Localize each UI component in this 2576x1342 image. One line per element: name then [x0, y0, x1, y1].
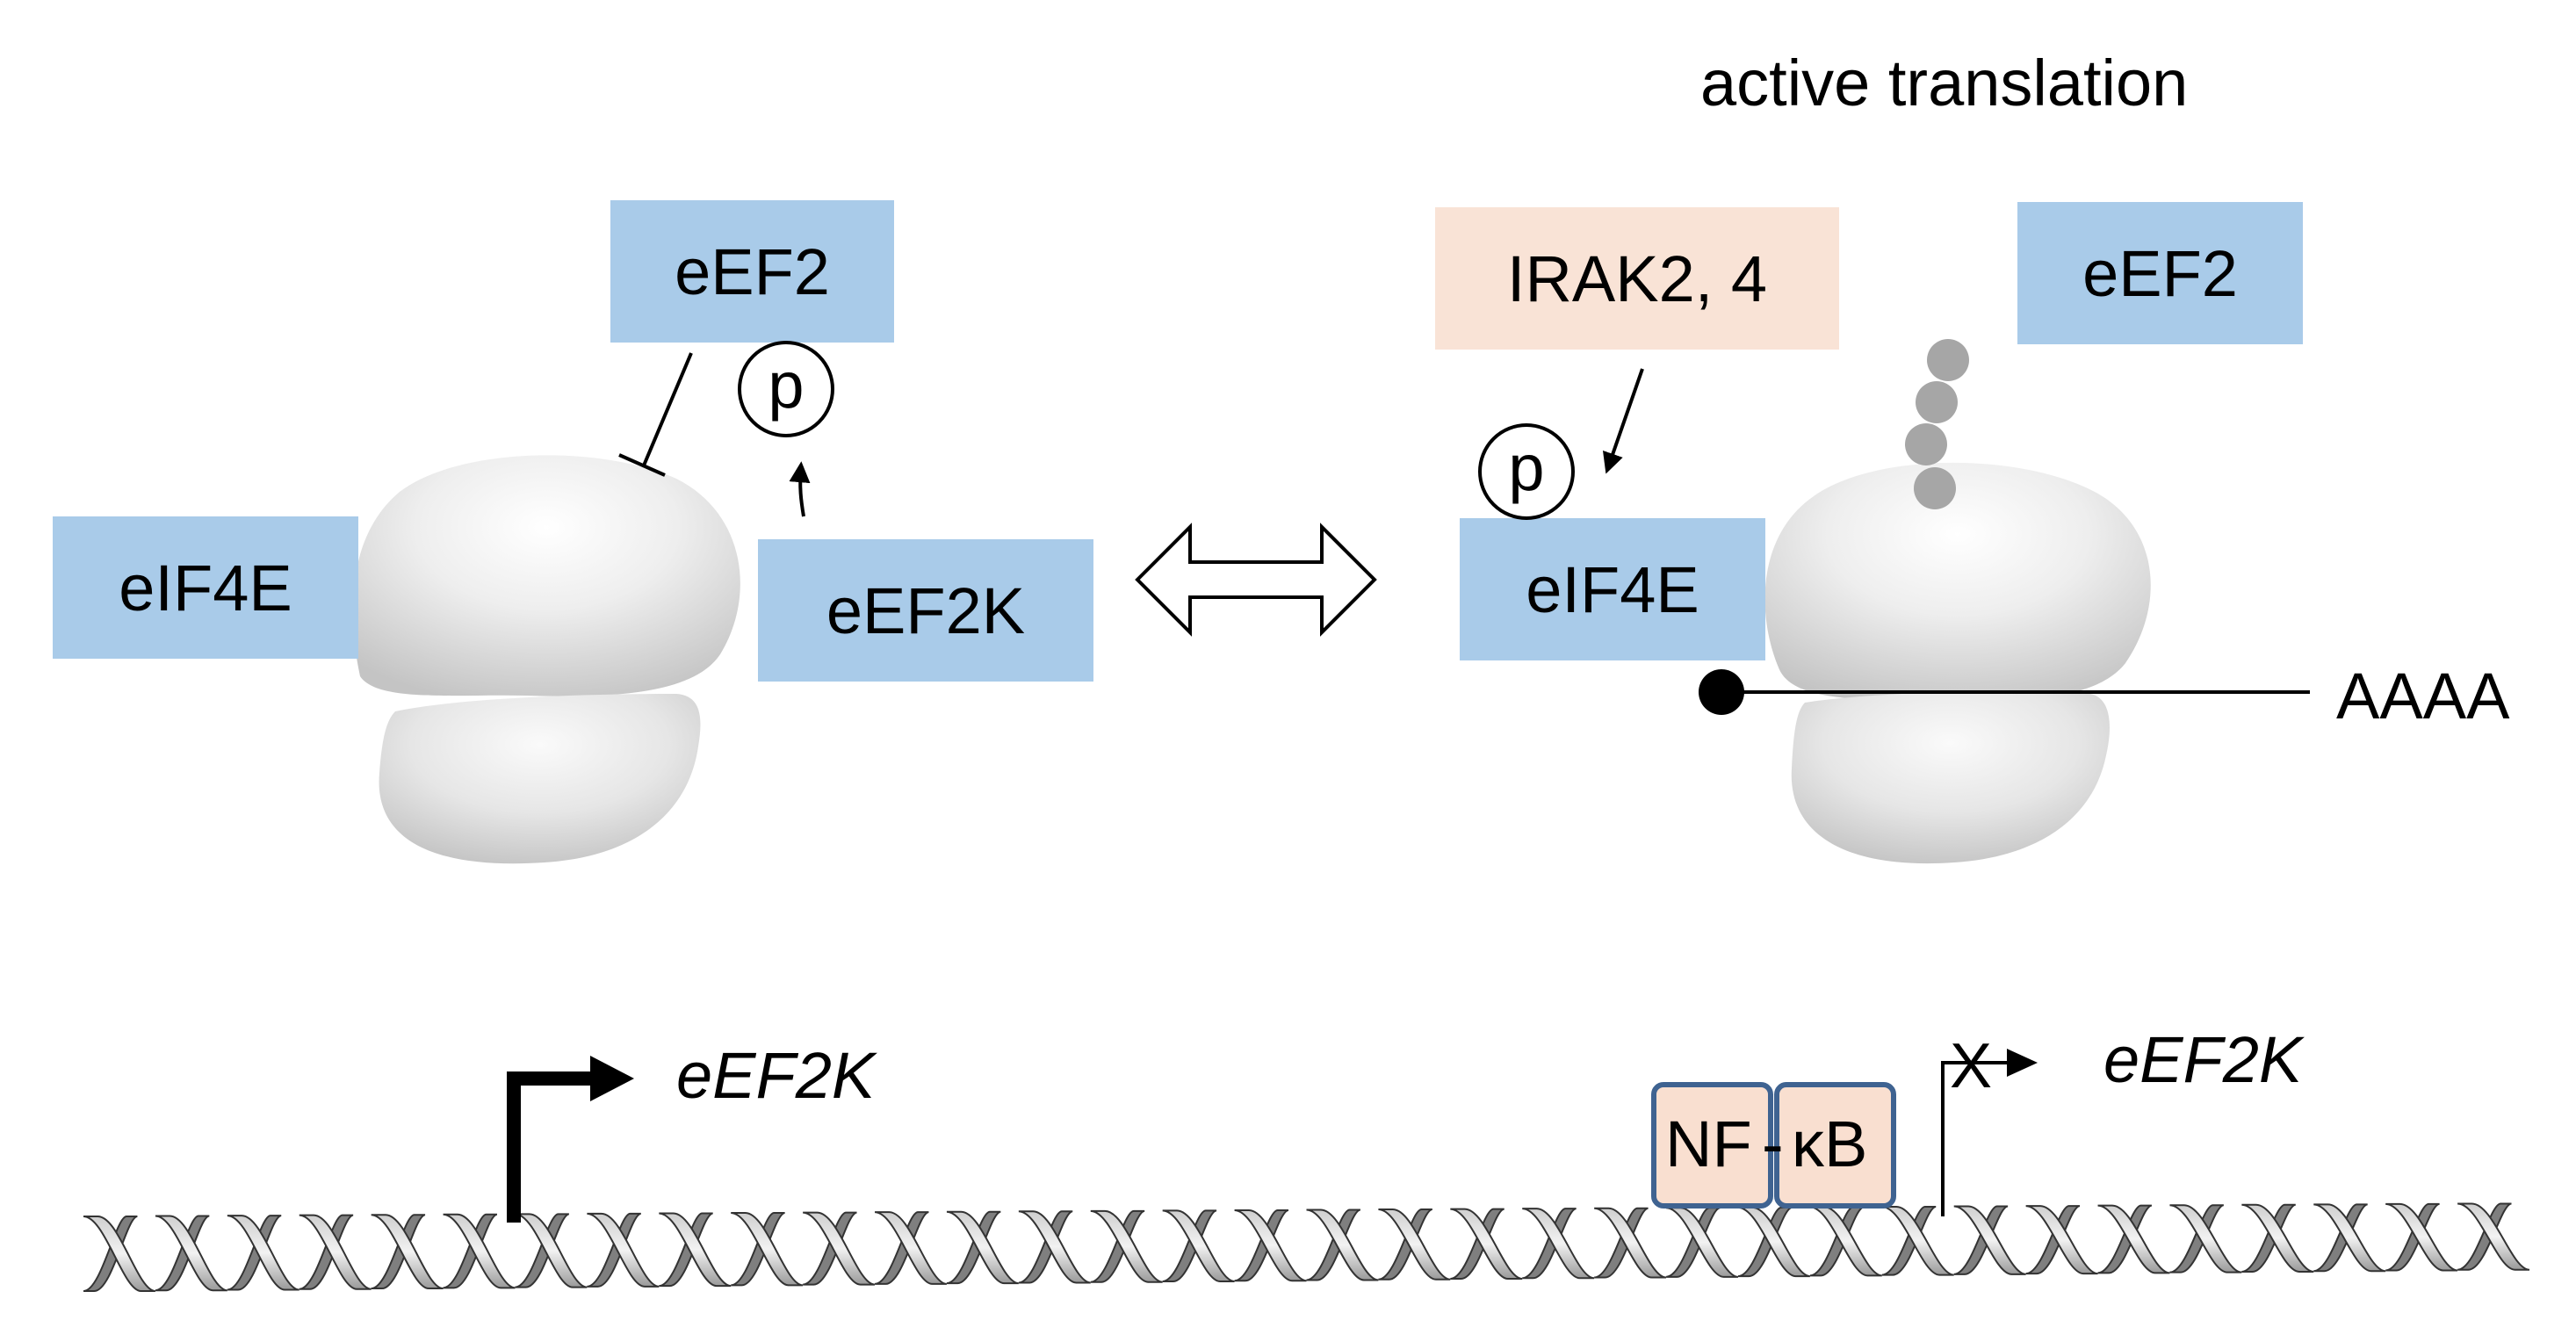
eif4e-label-left: eIF4E [119, 551, 292, 624]
peptide-bead [1916, 381, 1958, 423]
gene-label-left: eEF2K [676, 1039, 876, 1112]
dna-front-strand-segment [1809, 1206, 1883, 1277]
equilibrium-double-arrow [1135, 523, 1377, 637]
dna-front-strand-segment [2241, 1203, 2314, 1273]
dna-back-strand-segment [299, 1214, 354, 1290]
phosphate-circle-left: p [738, 341, 834, 437]
peptide-bead [1914, 467, 1956, 509]
dna-front-strand-segment [874, 1211, 948, 1285]
nfkb-subunit-left [1651, 1082, 1773, 1209]
dna-front-strand-segment [1306, 1209, 1379, 1281]
dna-front-strand-segment [1378, 1209, 1451, 1281]
phosphate-label-right: p [1508, 431, 1545, 504]
blocked-transcription-mark: X [1950, 1031, 1993, 1101]
mrna [1699, 669, 2310, 715]
eif4e-label-right: eIF4E [1526, 552, 1699, 626]
dna-back-strand-segment [1593, 1207, 1649, 1279]
dna-front-strand-segment [1737, 1206, 1811, 1278]
dna-front-strand-segment [1665, 1207, 1739, 1278]
dna-back-strand-segment [227, 1215, 282, 1291]
eef2k-box: eEF2K [758, 539, 1093, 682]
dna-front-strand-segment [2457, 1202, 2530, 1271]
phosphate-circle-right: p [1478, 423, 1575, 520]
dna-front-strand-segment [587, 1212, 660, 1288]
dna-back-strand-segment [2457, 1202, 2512, 1271]
dna-back-strand-segment [587, 1212, 642, 1288]
dna-helix [83, 1202, 2530, 1292]
dna-front-strand-segment [802, 1211, 876, 1286]
dna-front-strand-segment [2169, 1204, 2242, 1273]
dna-back-strand-segment [2385, 1202, 2441, 1272]
nfkb-subunit-right [1774, 1082, 1896, 1209]
left-ribosome-large-subunit [352, 455, 740, 696]
dna-back-strand-segment [2025, 1205, 2081, 1275]
left-ribosome-small-subunit [379, 694, 701, 864]
dna-back-strand-segment [1306, 1209, 1361, 1281]
right-ribosome [1764, 462, 2151, 864]
left-ribosome [352, 455, 740, 864]
dna-back-strand-segment [2097, 1204, 2153, 1274]
active-promoter-arrow [507, 1056, 634, 1223]
dna-back-strand-segment [1162, 1209, 1217, 1282]
phosphorylation-arrow-left [789, 461, 811, 517]
eef2-box-left: eEF2 [610, 200, 894, 343]
eef2-label-left: eEF2 [675, 234, 830, 308]
right-ribosome-large-subunit [1764, 462, 2151, 702]
dna-back-strand-segment [802, 1211, 858, 1286]
eef2-box-right: eEF2 [2017, 202, 2303, 344]
dna-back-strand-segment [515, 1213, 570, 1288]
polya-tail-label: AAAA [2336, 660, 2510, 732]
eef2-label-right: eEF2 [2082, 236, 2238, 310]
phosphate-label-left: p [768, 349, 805, 422]
nfkb-label-left: NF [1665, 1108, 1752, 1180]
blocked-promoter-arrow [1941, 1049, 2038, 1216]
active-translation-title: active translation [1700, 47, 2189, 119]
nascent-peptide-chain [1905, 339, 1969, 509]
dna-front-strand-segment [227, 1215, 299, 1291]
dna-front-strand-segment [515, 1213, 588, 1288]
nfkb-label-right: κB [1792, 1108, 1868, 1180]
dna-front-strand-segment [299, 1214, 372, 1290]
gene-label-right: eEF2K [2103, 1023, 2303, 1096]
dna-back-strand-segment [1234, 1209, 1289, 1282]
dna-front-strand-segment [2097, 1204, 2170, 1274]
eif4e-box-right: eIF4E [1460, 518, 1765, 660]
phosphorylation-arrow-right [1602, 368, 1644, 474]
inhibition-symbol [618, 352, 693, 477]
nfkb-label-dash: - [1762, 1108, 1784, 1180]
irak-label: IRAK2, 4 [1506, 242, 1768, 315]
peptide-bead [1905, 423, 1947, 465]
dna-front-strand-segment [946, 1210, 1020, 1285]
dna-back-strand-segment [874, 1211, 929, 1285]
peptide-bead [1927, 339, 1969, 381]
right-ribosome-small-subunit [1791, 691, 2111, 864]
eif4e-box-left: eIF4E [53, 516, 358, 659]
mrna-cap [1699, 669, 1744, 715]
irak-box: IRAK2, 4 [1435, 207, 1839, 350]
dna-front-strand-segment [1018, 1210, 1091, 1284]
eef2k-label: eEF2K [826, 574, 1026, 647]
